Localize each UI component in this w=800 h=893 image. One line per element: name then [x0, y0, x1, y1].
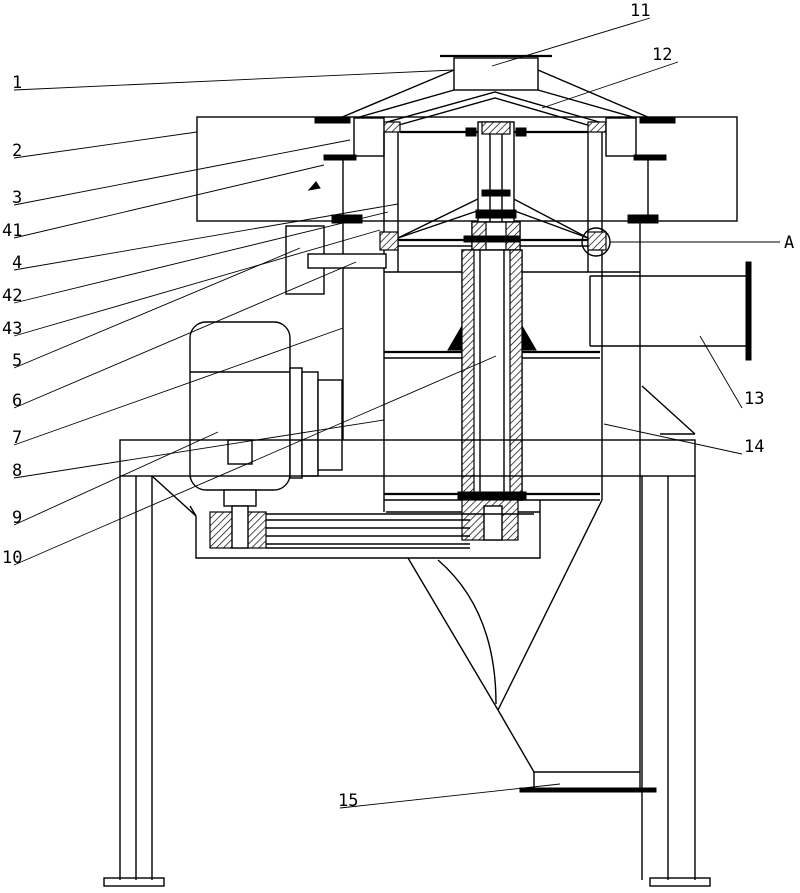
label-12: 12	[652, 45, 672, 65]
label-2: 2	[12, 141, 22, 161]
label-15: 15	[338, 791, 358, 811]
label-5: 5	[12, 351, 22, 371]
label-42: 42	[2, 286, 22, 306]
label-3: 3	[12, 188, 22, 208]
label-14: 14	[744, 437, 764, 457]
label-9: 9	[12, 508, 22, 528]
outlet-pipe	[590, 262, 751, 360]
label-1: 1	[12, 73, 22, 93]
label-4: 4	[12, 253, 22, 273]
label-43: 43	[2, 319, 22, 339]
lower-shaft	[448, 236, 536, 540]
label-8: 8	[12, 461, 22, 481]
leader-lines	[14, 18, 780, 808]
label-7: 7	[12, 428, 22, 448]
top-cover	[315, 56, 675, 123]
label-13: 13	[744, 389, 764, 409]
label-6: 6	[12, 391, 22, 411]
label-10: 10	[2, 548, 22, 568]
labels-left: 1 2 3 41 4 42 43 5 6 7 8 9 10	[2, 73, 22, 568]
label-11: 11	[630, 1, 650, 21]
feed-inlet	[454, 58, 538, 90]
support-frame	[104, 386, 710, 886]
upper-shaft	[466, 122, 526, 250]
label-41: 41	[2, 221, 22, 241]
label-a: A	[784, 233, 794, 253]
